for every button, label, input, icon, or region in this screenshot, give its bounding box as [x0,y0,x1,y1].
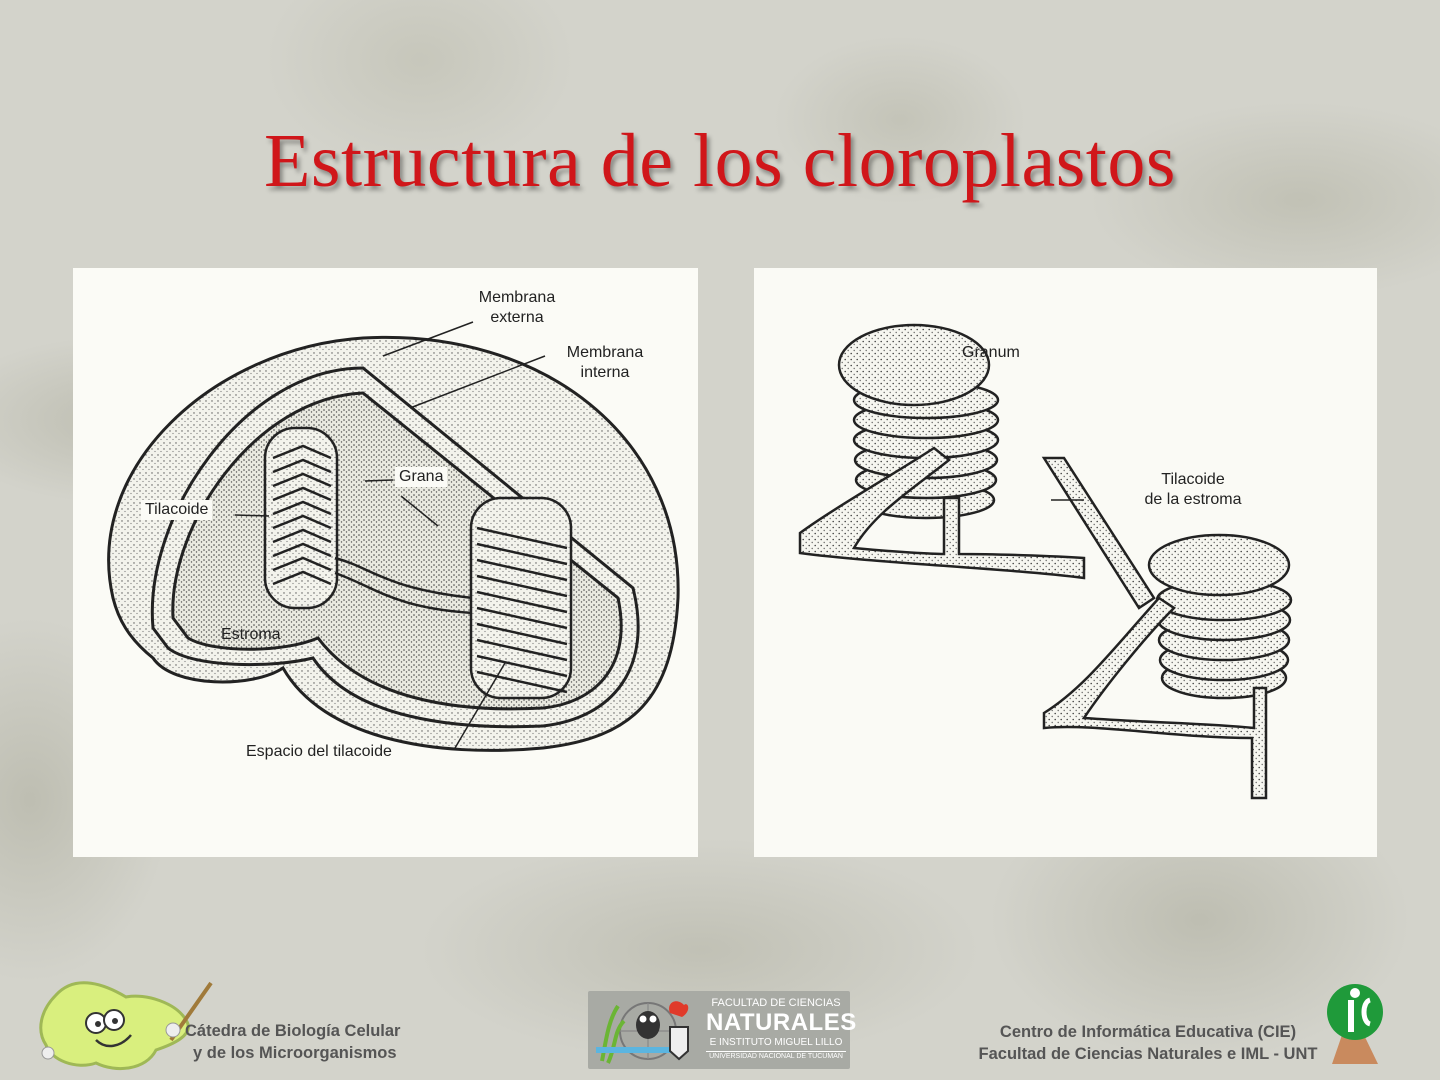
facultad-line3: E INSTITUTO MIGUEL LILLO [709,1037,843,1048]
facultad-line4: UNIVERSIDAD NACIONAL DE TUCUMAN [706,1051,846,1060]
label-grana: Grana [395,467,448,487]
label-tilacoide: Tilacoide [141,500,213,520]
catedra-mascot-logo [39,981,213,1071]
label-membrana-externa: Membrana [478,289,556,306]
chloroplast-illustration [107,321,680,752]
footer-catedra-line2: y de los Microorganismos [193,1044,397,1062]
label-tilacoide-estroma: Tilacoide [1161,471,1225,488]
label-granum: Granum [962,344,1020,361]
label-membrana-interna: Membrana [566,344,644,361]
facultad-emblem-icon [596,1001,689,1064]
facultad-logo: FACULTAD DE CIENCIAS NATURALES E INSTITU… [588,991,857,1069]
slide-title: Estructura de los cloroplastos [263,119,1176,203]
cie-tree-logo [1327,984,1383,1064]
footer-cie-line1: Centro de Informática Educativa (CIE) [999,1023,1297,1041]
footer-cie-line2: Facultad de Ciencias Naturales e IML - U… [978,1045,1318,1063]
facultad-line1: FACULTAD DE CIENCIAS [711,997,841,1009]
label-espacio-tilacoide: Espacio del tilacoide [246,743,392,760]
chloroplast-diagram: Membrana externa Membrana interna Grana … [73,268,698,857]
granum-diagram: Granum Tilacoide de la estroma [754,268,1377,857]
facultad-line2: NATURALES [706,1009,857,1036]
granum-illustration [798,323,1293,800]
footer-catedra-line1: Cátedra de Biología Celular [185,1022,401,1040]
label-estroma: Estroma [221,626,281,643]
